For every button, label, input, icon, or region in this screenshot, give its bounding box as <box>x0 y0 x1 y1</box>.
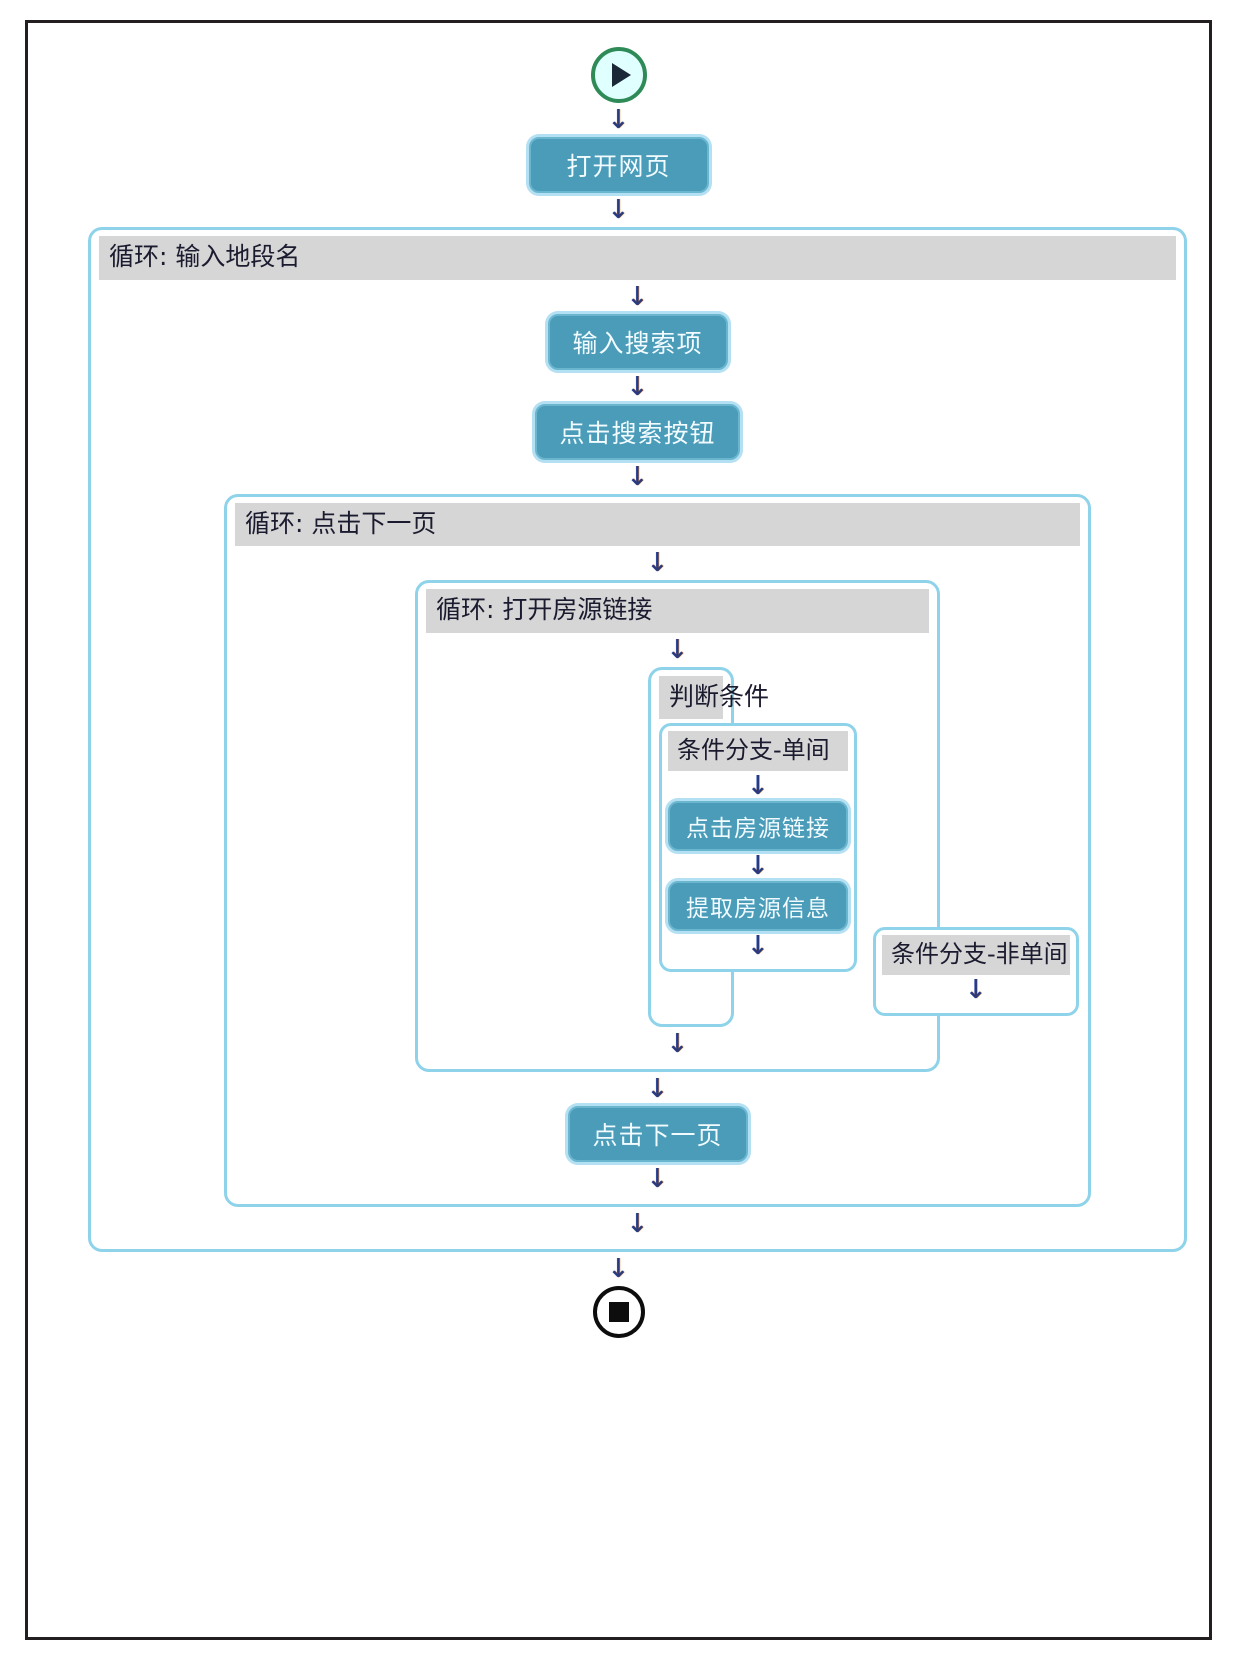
condition-body: 条件分支-单间 ↓ 点击房源链接 ↓ 提取房源信息 ↓ <box>659 719 1079 1017</box>
click-search-button-row: 点击搜索按钮 <box>99 403 1176 460</box>
arrow-click-next-page-to-loop2-end: ↓ <box>646 1164 669 1195</box>
branch-non-single-room-header: 条件分支-非单间 <box>882 935 1070 976</box>
branch-non-single-room-body: ↓ <box>882 975 1070 1005</box>
condition-container[interactable]: 判断条件 条件分支-单间 ↓ <box>648 666 1079 1028</box>
arrow-branchA-to-click-listing: ↓ <box>747 771 769 802</box>
arrow-loop3-to-condition: ↓ <box>666 634 689 665</box>
start-node-row <box>28 47 1209 103</box>
diagram-frame: ↓ 打开网页 ↓ 循环: 输入地段名 ↓ 输入搜索项 ↓ 点击搜索按钮 <box>25 20 1212 1640</box>
action-click-listing-link[interactable]: 点击房源链接 <box>668 801 848 852</box>
loop-open-listing-link-header: 循环: 打开房源链接 <box>426 589 929 633</box>
action-enter-search-term[interactable]: 输入搜索项 <box>547 313 728 370</box>
branch-single-room-header: 条件分支-单间 <box>668 731 848 772</box>
loop-open-listing-link-body: ↓ 判断条件 条件分支-单间 <box>426 633 1079 1062</box>
loop-open-listing-link-container[interactable]: 循环: 打开房源链接 ↓ 判断条件 <box>415 580 1079 1073</box>
arrow-open-to-loop1: ↓ <box>607 195 630 225</box>
stop-icon <box>608 1302 629 1323</box>
arrow-loop1-to-search-term: ↓ <box>626 281 649 312</box>
arrow-extract-to-branchA-end: ↓ <box>747 931 769 962</box>
condition-branches: 条件分支-单间 ↓ 点击房源链接 ↓ 提取房源信息 ↓ <box>659 719 1079 1017</box>
arrow-click-listing-to-extract: ↓ <box>747 851 769 882</box>
arrow-condition-to-loop3-end: ↓ <box>666 1029 689 1060</box>
loop-enter-district-container[interactable]: 循环: 输入地段名 ↓ 输入搜索项 ↓ 点击搜索按钮 ↓ 循环: 点击下一页 <box>88 227 1187 1253</box>
loop-click-next-page-container[interactable]: 循环: 点击下一页 ↓ 循环: 打开房源链接 ↓ 判断条件 <box>224 493 1091 1208</box>
arrow-search-term-to-search-button: ↓ <box>626 371 649 402</box>
arrow-loop3-to-click-next-page: ↓ <box>646 1074 669 1105</box>
enter-search-term-row: 输入搜索项 <box>99 313 1176 370</box>
loop-click-next-page-header: 循环: 点击下一页 <box>235 502 1080 546</box>
arrow-loop2-to-loop1-end: ↓ <box>626 1209 649 1240</box>
action-extract-listing-info[interactable]: 提取房源信息 <box>668 881 848 932</box>
click-next-page-row: 点击下一页 <box>235 1106 1080 1163</box>
loop-enter-district-header: 循环: 输入地段名 <box>99 236 1176 280</box>
arrow-start-to-open: ↓ <box>607 105 630 135</box>
arrow-loop2-to-loop3: ↓ <box>646 548 669 578</box>
arrow-search-button-to-loop2: ↓ <box>626 461 649 492</box>
flow-root: ↓ 打开网页 ↓ 循环: 输入地段名 ↓ 输入搜索项 ↓ 点击搜索按钮 <box>28 23 1209 1637</box>
open-webpage-row: 打开网页 <box>28 137 1209 193</box>
end-node-row <box>28 1286 1209 1339</box>
arrow-branchB-end: ↓ <box>964 975 987 1006</box>
loop-click-next-page-body: ↓ 循环: 打开房源链接 ↓ 判断条件 <box>235 546 1080 1196</box>
play-icon <box>612 63 631 87</box>
action-click-next-page[interactable]: 点击下一页 <box>567 1106 748 1163</box>
action-click-search-button[interactable]: 点击搜索按钮 <box>535 403 740 460</box>
start-node[interactable] <box>590 47 647 103</box>
branch-single-room-body: ↓ 点击房源链接 ↓ 提取房源信息 ↓ <box>668 771 848 961</box>
action-open-webpage[interactable]: 打开网页 <box>528 137 709 193</box>
end-node[interactable] <box>592 1286 645 1339</box>
arrow-loop1-to-end: ↓ <box>607 1254 630 1285</box>
loop-enter-district-body: ↓ 输入搜索项 ↓ 点击搜索按钮 ↓ 循环: 点击下一页 ↓ <box>99 280 1176 1242</box>
branch-non-single-room[interactable]: 条件分支-非单间 ↓ <box>873 927 1079 1017</box>
branch-single-room[interactable]: 条件分支-单间 ↓ 点击房源链接 ↓ 提取房源信息 ↓ <box>659 723 857 973</box>
condition-header: 判断条件 <box>659 675 769 719</box>
